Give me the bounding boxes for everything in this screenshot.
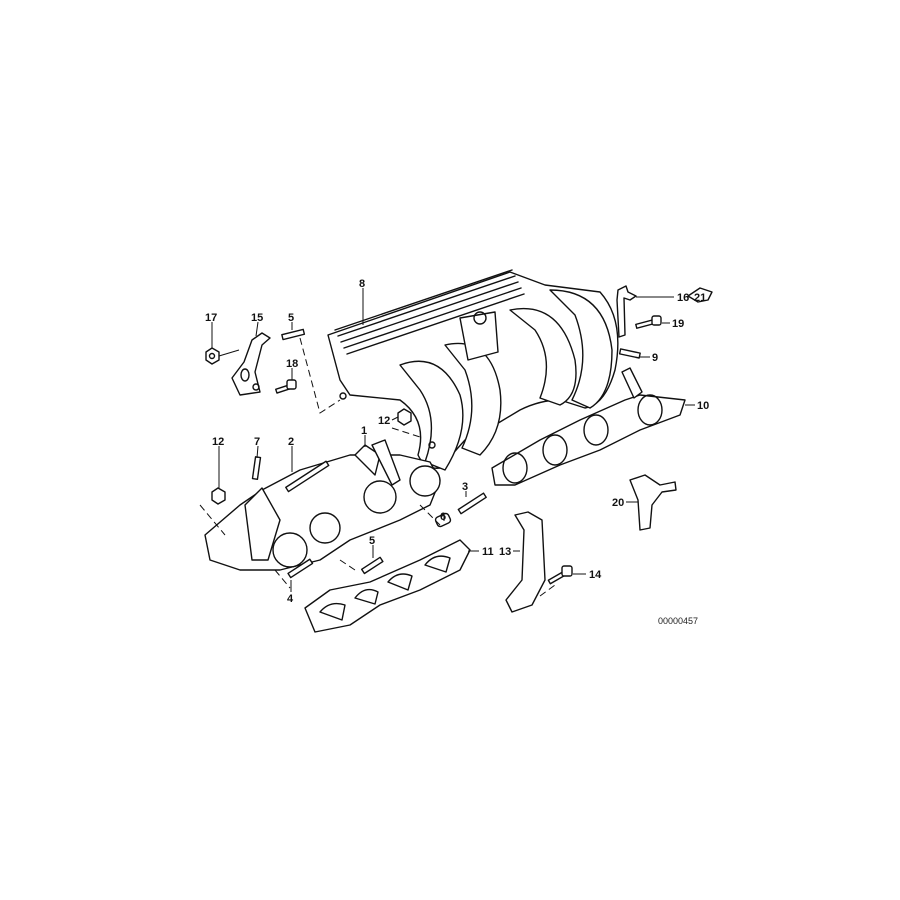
callout-17: 17 [205, 312, 217, 324]
bracket-20[interactable] [629, 474, 677, 531]
stud-2[interactable] [285, 460, 330, 493]
nut-12-upper[interactable] [397, 408, 412, 426]
callout-12: 12 [212, 436, 224, 448]
stud-9[interactable] [618, 348, 641, 359]
bolt-19[interactable] [635, 315, 662, 329]
sleeve-6[interactable] [434, 512, 452, 528]
callout-5: 5 [369, 535, 375, 547]
callout-5: 5 [288, 312, 294, 324]
callout-21: 21 [694, 292, 706, 304]
clip-21[interactable] [687, 287, 713, 303]
stud-3[interactable] [457, 492, 487, 515]
callout-4: 4 [287, 593, 294, 605]
nut-12-lower[interactable] [211, 487, 226, 505]
callout-20: 20 [612, 497, 624, 509]
callout-7: 7 [254, 436, 260, 448]
callout-14: 14 [589, 569, 602, 581]
bolt-18[interactable] [275, 379, 297, 394]
callout-16: 16 [677, 292, 689, 304]
bracket-15[interactable] [231, 332, 271, 396]
callout-11: 11 [482, 546, 494, 558]
callout-6: 6 [440, 511, 446, 523]
stud-5-lower[interactable] [360, 556, 384, 575]
stud-5-upper[interactable] [281, 328, 306, 341]
callout-2: 2 [288, 436, 294, 448]
intake-manifold[interactable] [327, 269, 619, 471]
callout-3: 3 [462, 481, 468, 493]
bracket-16[interactable] [616, 285, 637, 338]
diagram-reference-number: 00000457 [658, 616, 698, 626]
callout-8: 8 [359, 278, 365, 290]
exhaust-manifold[interactable] [204, 439, 441, 571]
callout-12: 12 [378, 415, 390, 427]
callout-13: 13 [499, 546, 511, 558]
callout-1: 1 [361, 425, 367, 437]
callout-15: 15 [251, 312, 263, 324]
callout-9: 9 [652, 352, 658, 364]
bolt-14[interactable] [547, 565, 573, 585]
exhaust-gasket-11[interactable] [304, 539, 471, 633]
callout-10: 10 [697, 400, 709, 412]
callout-18: 18 [286, 358, 298, 370]
intake-gasket-10[interactable] [491, 367, 686, 486]
callout-19: 19 [672, 318, 684, 330]
leader-lines [211, 288, 695, 592]
stud-7[interactable] [251, 456, 262, 481]
stud-4[interactable] [287, 558, 314, 579]
support-13[interactable] [505, 511, 546, 613]
nut-17[interactable] [205, 347, 220, 365]
